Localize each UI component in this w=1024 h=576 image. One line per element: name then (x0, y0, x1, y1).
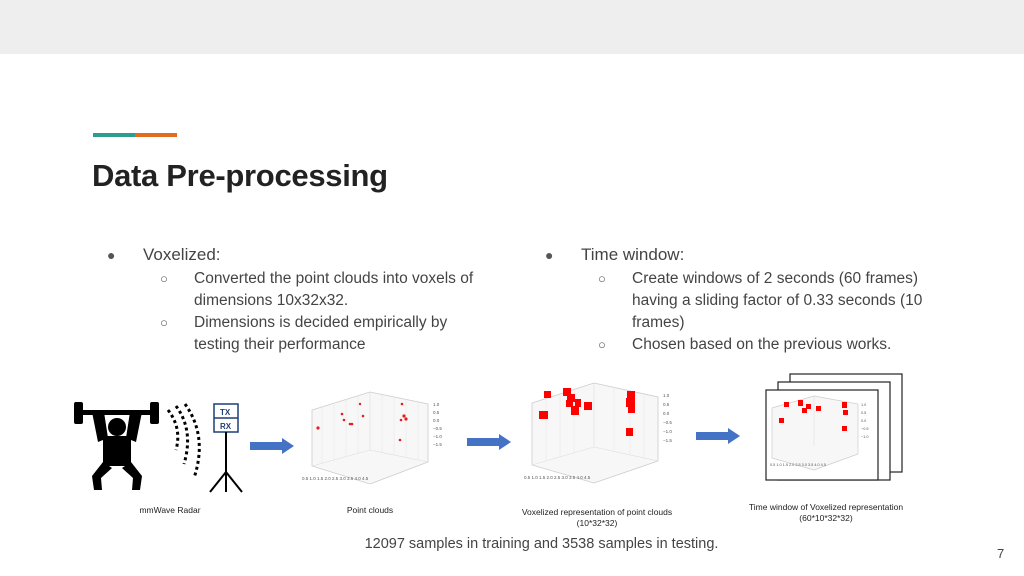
point-cloud-caption: Point clouds (346, 505, 394, 515)
bullet-dot-icon: ● (107, 247, 116, 263)
sub-bullet: ○ Create windows of 2 seconds (60 frames… (598, 270, 923, 331)
svg-text:−1.0: −1.0 (861, 435, 869, 439)
bullet-time-window: ● Time window: (545, 245, 685, 264)
ring-bullet-icon: ○ (160, 271, 168, 286)
arrow-right-icon (467, 434, 511, 450)
top-band (0, 0, 1024, 54)
sub-bullet: ○ Chosen based on the previous works. (543, 334, 943, 356)
svg-text:0.0: 0.0 (663, 411, 670, 416)
svg-text:0.5 1.0 1.5 2.0 2.5 3.0 3.5 4.: 0.5 1.0 1.5 2.0 2.5 3.0 3.5 4.0 4.5 (524, 475, 591, 480)
svg-text:0.0: 0.0 (433, 418, 440, 423)
svg-text:−1.0: −1.0 (663, 429, 672, 434)
svg-text:0.5: 0.5 (663, 402, 670, 407)
footer-note: 12097 samples in training and 3538 sampl… (364, 536, 719, 552)
svg-text:0.5: 0.5 (861, 411, 866, 415)
sub-bullet: ○ Converted the point clouds into voxels… (160, 270, 474, 309)
radar-caption: mmWave Radar (139, 505, 201, 515)
voxelized-plot: 1.0 0.5 0.0 −0.5 −1.0 −1.5 0.5 1.0 1.5 2.0 2… (524, 382, 672, 484)
svg-text:1.0: 1.0 (663, 393, 670, 398)
svg-text:0.5: 0.5 (433, 410, 440, 415)
ring-bullet-icon: ○ (160, 315, 168, 330)
weightlifter-radar-icon: TX RX (74, 402, 243, 493)
left-column: ● Voxelized: ○ Converted the point cloud… (105, 244, 505, 356)
svg-text:−1.5: −1.5 (433, 442, 442, 447)
svg-text:RX: RX (220, 422, 232, 431)
right-column: ● Time window: ○ Create windows of 2 sec… (543, 244, 943, 356)
svg-text:−1.5: −1.5 (663, 438, 672, 443)
slide-title: Data Pre-processing (92, 158, 388, 193)
svg-text:1.0: 1.0 (861, 403, 866, 407)
arrow-right-icon (696, 428, 740, 444)
bullet-voxelized: ● Voxelized: (107, 245, 221, 264)
svg-text:0.5 1.0 1.5 2.0 2.5 3.0 3.5 4.: 0.5 1.0 1.5 2.0 2.5 3.0 3.5 4.0 4.5 (770, 463, 826, 467)
svg-text:−1.0: −1.0 (433, 434, 442, 439)
ring-bullet-icon: ○ (598, 337, 606, 352)
page-number: 7 (997, 546, 1005, 561)
svg-text:−0.5: −0.5 (663, 420, 672, 425)
time-window-caption: Time window of Voxelized representation … (748, 502, 904, 523)
voxel-caption: Voxelized representation of point clouds… (521, 507, 673, 528)
sub-bullet: ○ Dimensions is decided empirically by t… (160, 314, 448, 353)
svg-text:0.0: 0.0 (861, 419, 866, 423)
svg-text:1.0: 1.0 (433, 402, 440, 407)
svg-text:TX: TX (220, 408, 231, 417)
ring-bullet-icon: ○ (598, 271, 606, 286)
svg-text:0.5 1.0 1.5 2.0 2.5 3.0 3.5 4.: 0.5 1.0 1.5 2.0 2.5 3.0 3.5 4.0 4.5 (302, 476, 369, 481)
point-cloud-plot: 1.0 0.5 0.0 −0.5 −1.0 −1.5 0.5 1.0 1.5 2.0 2… (302, 391, 442, 485)
svg-text:−0.5: −0.5 (861, 427, 869, 431)
time-window-stack: 1.0 0.5 0.0 −0.5 −1.0 0.5 1.0 1.5 2.0 2.5 3… (765, 373, 903, 481)
bullet-dot-icon: ● (545, 247, 554, 263)
arrow-right-icon (250, 438, 294, 454)
svg-text:−0.5: −0.5 (433, 426, 442, 431)
